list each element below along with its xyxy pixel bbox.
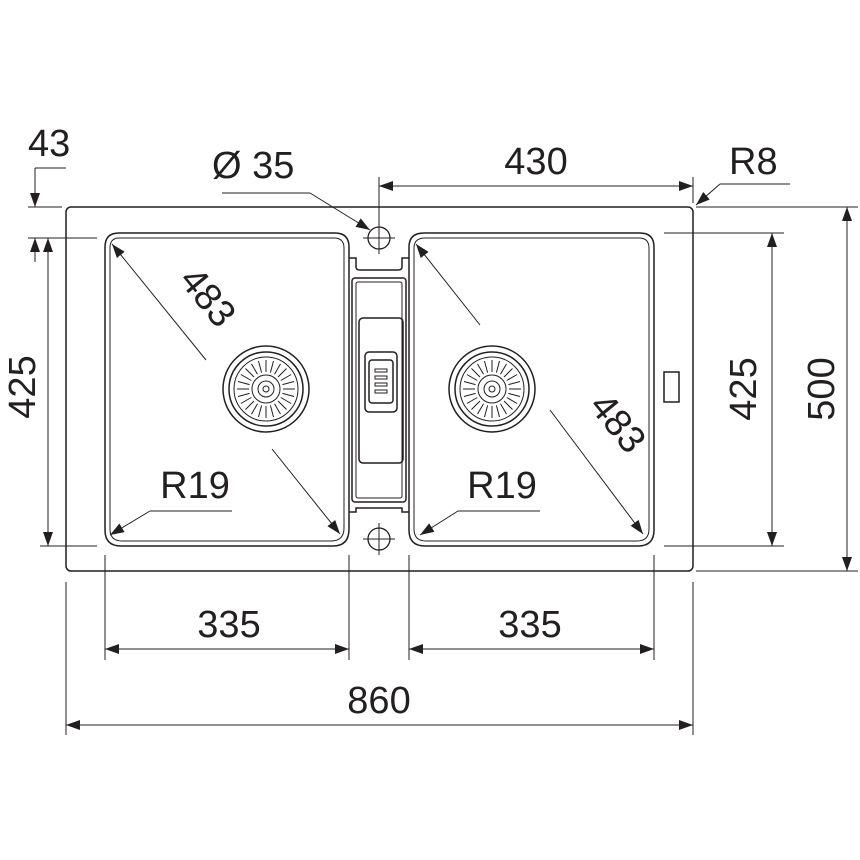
right-bowl-width-label: 335 bbox=[498, 604, 561, 646]
right-radius-label: R19 bbox=[467, 465, 537, 507]
rim-notch bbox=[663, 371, 680, 403]
sink-outline bbox=[65, 206, 694, 572]
dimension-edge-offset: 43 bbox=[28, 123, 70, 262]
dimension-overall-width: 860 bbox=[65, 582, 694, 735]
left-bowl-width-label: 335 bbox=[197, 604, 260, 646]
edge-offset-label: 43 bbox=[28, 123, 70, 165]
dimension-right-bowl-width: 335 bbox=[408, 555, 655, 660]
dimension-left-bowl-width: 335 bbox=[104, 555, 350, 660]
left-radius-label: R19 bbox=[160, 465, 230, 507]
tap-hole-bottom bbox=[363, 523, 395, 555]
dimension-corner-radius: R8 bbox=[695, 141, 790, 206]
overall-width-label: 860 bbox=[347, 680, 410, 722]
tap-hole-top bbox=[363, 222, 395, 254]
overflow-grate bbox=[358, 317, 404, 464]
left-bowl-depth-label: 425 bbox=[2, 355, 44, 418]
left-bowl bbox=[104, 232, 350, 547]
dimension-overall-depth: 500 bbox=[696, 206, 858, 572]
dimension-tap-hole: Ø 35 bbox=[212, 145, 371, 231]
middle-divider bbox=[349, 257, 409, 513]
dimension-tap-distance: 430 bbox=[378, 141, 694, 224]
dimension-right-bowl-depth: 425 bbox=[664, 232, 784, 547]
tap-hole-label: Ø 35 bbox=[212, 145, 294, 187]
left-drain bbox=[222, 345, 310, 433]
tap-distance-label: 430 bbox=[504, 141, 567, 183]
left-diagonal-label: 483 bbox=[171, 260, 244, 336]
dimension-right-radius: R19 bbox=[419, 465, 540, 536]
right-diagonal-label: 483 bbox=[581, 386, 654, 462]
right-bowl-depth-label: 425 bbox=[723, 357, 765, 420]
right-bowl bbox=[408, 232, 655, 547]
overall-depth-label: 500 bbox=[801, 357, 843, 420]
right-drain bbox=[448, 345, 536, 433]
dimension-left-bowl-depth: 425 bbox=[2, 237, 97, 547]
corner-radius-label: R8 bbox=[729, 141, 778, 183]
dimension-left-radius: R19 bbox=[109, 465, 232, 536]
